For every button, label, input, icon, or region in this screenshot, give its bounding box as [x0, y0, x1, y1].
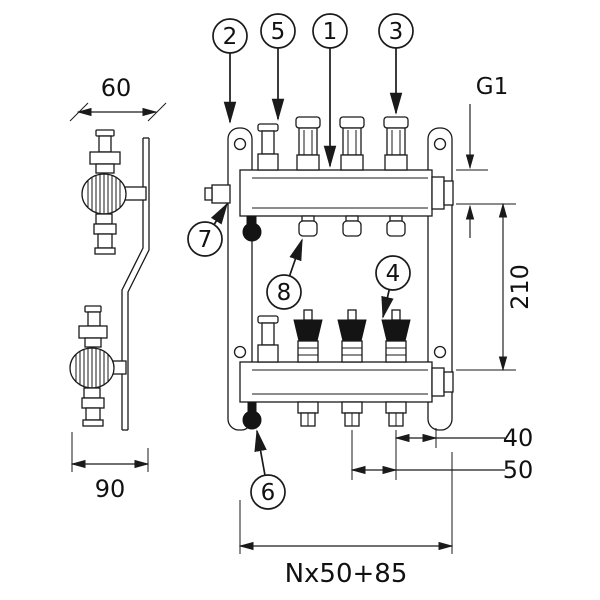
callouts: 2 5 1 3 7 8 4 — [187, 13, 414, 510]
dim-thread: G1 — [456, 74, 516, 238]
air-vent-upper — [257, 123, 279, 171]
callout-8-label: 8 — [277, 280, 292, 306]
flowmeter-1 — [295, 116, 321, 171]
upper-bar — [204, 169, 454, 217]
handwheel-lower — [69, 347, 115, 389]
right-end-fitting-upper — [431, 176, 445, 210]
valve-cap-2 — [337, 309, 367, 363]
dim-bar-spacing-label: 210 — [506, 264, 534, 310]
callout-8: 8 — [266, 238, 303, 310]
callout-3-label: 3 — [389, 19, 404, 45]
flowmeter-3 — [383, 116, 409, 171]
side-valve-lower — [69, 305, 127, 427]
drain-valve-upper — [242, 215, 262, 242]
flowmeter-2 — [339, 116, 365, 171]
front-view — [204, 116, 454, 431]
right-end-fitting-lower — [431, 367, 445, 397]
callout-3: 3 — [378, 13, 414, 115]
dim-side-depth-label: 90 — [95, 475, 126, 503]
callout-7-label: 7 — [198, 227, 213, 253]
dim-side-width-label: 60 — [101, 74, 132, 102]
bottom-outlet-2 — [341, 401, 363, 427]
dim-total-length: Nx50+85 — [238, 452, 454, 589]
bottom-outlet-3 — [385, 401, 407, 427]
outlet-cap-1 — [298, 215, 318, 237]
callout-4: 4 — [375, 255, 411, 319]
left-end-fitting — [211, 184, 231, 204]
dim-bar-spacing: 210 — [456, 202, 534, 372]
handwheel-upper — [81, 173, 127, 215]
callout-6: 6 — [250, 429, 286, 510]
callout-5: 5 — [260, 13, 296, 121]
dim-end-offset-label: 40 — [503, 424, 534, 452]
lower-bar — [239, 361, 454, 403]
callout-4-label: 4 — [386, 261, 401, 287]
dim-outlet-spacing: 50 — [350, 456, 534, 484]
dim-side-depth: 90 — [70, 432, 150, 503]
callout-6-label: 6 — [261, 480, 276, 506]
dim-thread-label: G1 — [476, 74, 508, 100]
dim-total-length-label: Nx50+85 — [285, 559, 408, 589]
callout-2-label: 2 — [223, 24, 238, 50]
dim-outlet-spacing-label: 50 — [503, 456, 534, 484]
outlet-cap-3 — [386, 215, 406, 237]
outlet-cap-2 — [342, 215, 362, 237]
dim-side-width: 60 — [69, 74, 167, 122]
callout-5-label: 5 — [271, 19, 286, 45]
air-vent-lower — [257, 315, 279, 363]
callout-2: 2 — [212, 18, 248, 124]
bottom-outlet-1 — [297, 401, 319, 427]
callout-7: 7 — [187, 202, 228, 257]
drain-valve-lower — [242, 401, 262, 430]
side-valve-upper — [81, 129, 147, 255]
side-view — [69, 129, 150, 431]
dim-end-offset: 40 — [351, 424, 534, 480]
valve-cap-1 — [293, 309, 323, 363]
mounting-bracket — [121, 137, 150, 431]
valve-cap-3 — [381, 309, 411, 363]
callout-1: 1 — [312, 13, 348, 168]
callout-1-label: 1 — [323, 19, 338, 45]
